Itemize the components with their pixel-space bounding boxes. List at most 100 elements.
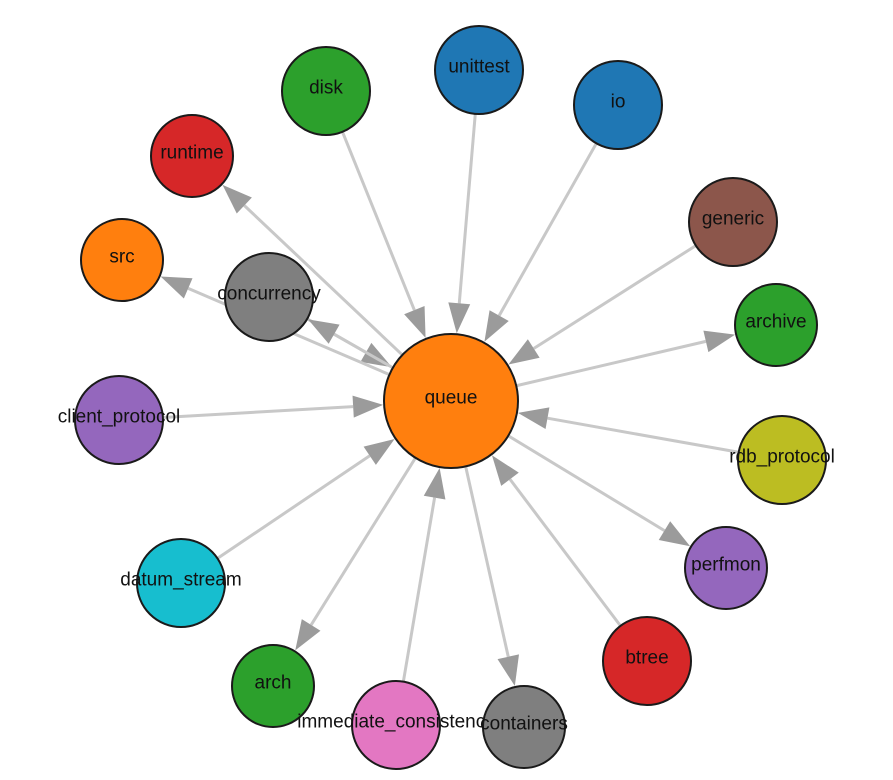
edge-line xyxy=(497,142,598,317)
edge-line xyxy=(309,457,417,626)
node-circle xyxy=(74,375,164,465)
edge-line xyxy=(515,339,707,388)
edge-queue-to-concurrency xyxy=(308,319,394,370)
edge-arrowhead xyxy=(517,407,550,430)
node-unittest: unittest xyxy=(434,25,524,115)
edge-unittest-to-queue xyxy=(448,113,477,334)
edge-disk-to-queue xyxy=(341,131,426,338)
node-label: concurrency xyxy=(217,284,321,305)
node-label: btree xyxy=(625,648,668,669)
node-io: io xyxy=(573,60,663,150)
edge-io-to-queue xyxy=(484,142,598,342)
edge-btree-to-queue xyxy=(491,455,622,627)
node-circle xyxy=(136,538,226,628)
node-circle xyxy=(688,177,778,267)
node-label: archive xyxy=(745,312,806,333)
node-circle xyxy=(383,333,519,469)
edge-arrowhead xyxy=(295,619,321,651)
node-circle xyxy=(281,46,371,136)
node-label: arch xyxy=(255,673,292,694)
edge-arrowhead xyxy=(491,455,519,486)
edge-queue-to-perfmon xyxy=(507,434,691,547)
node-btree: btree xyxy=(602,616,692,706)
edge-arrowhead xyxy=(308,319,340,344)
node-label: containers xyxy=(480,714,568,735)
edge-line xyxy=(508,478,622,627)
edge-datum_stream-to-queue xyxy=(216,439,395,560)
node-label: perfmon xyxy=(691,555,761,576)
edge-line xyxy=(532,244,697,350)
edge-arrowhead xyxy=(404,305,426,338)
edge-line xyxy=(457,113,477,304)
node-src: src xyxy=(80,218,164,302)
node-disk: disk xyxy=(281,46,371,136)
node-immediate_consistency: immediate_consistency xyxy=(297,680,495,770)
edge-queue-to-arch xyxy=(295,457,417,651)
node-label: rdb_protocol xyxy=(729,447,835,468)
nodes-layer: queue unittest disk io runtime generic src conc… xyxy=(58,25,835,770)
node-circle xyxy=(434,25,524,115)
node-label: client_protocol xyxy=(58,407,181,428)
edge-line xyxy=(243,204,404,357)
edge-arrowhead xyxy=(508,339,540,365)
node-client_protocol: client_protocol xyxy=(58,375,181,465)
node-generic: generic xyxy=(688,177,778,267)
edge-generic-to-queue xyxy=(508,244,697,365)
node-queue: queue xyxy=(383,333,519,469)
edge-arrowhead xyxy=(352,395,384,418)
edge-arrowhead xyxy=(484,310,509,342)
node-label: unittest xyxy=(448,57,510,78)
node-containers: containers xyxy=(480,685,568,769)
node-runtime: runtime xyxy=(150,114,234,198)
node-circle xyxy=(150,114,234,198)
node-circle xyxy=(231,644,315,728)
node-datum_stream: datum_stream xyxy=(120,538,242,628)
edge-arrowhead xyxy=(497,654,520,687)
node-rdb_protocol: rdb_protocol xyxy=(729,415,835,505)
edge-line xyxy=(216,454,371,560)
edge-arrowhead xyxy=(448,302,471,334)
node-circle xyxy=(602,616,692,706)
node-archive: archive xyxy=(734,283,818,367)
node-label: disk xyxy=(309,78,343,99)
node-label: generic xyxy=(702,209,764,230)
node-label: runtime xyxy=(160,143,223,164)
edge-arrowhead xyxy=(703,330,736,353)
edge-queue-to-archive xyxy=(515,330,736,388)
edge-queue-to-containers xyxy=(464,466,520,687)
edge-arrowhead xyxy=(160,276,193,299)
edge-client_protocol-to-queue xyxy=(162,395,384,419)
node-circle xyxy=(737,415,827,505)
edge-arrowhead xyxy=(423,468,446,500)
node-perfmon: perfmon xyxy=(684,526,768,610)
node-arch: arch xyxy=(231,644,315,728)
node-circle xyxy=(573,60,663,150)
edge-line xyxy=(547,416,739,454)
node-circle xyxy=(734,283,818,367)
edge-line xyxy=(507,434,666,532)
node-circle xyxy=(224,252,314,342)
edge-queue-to-runtime xyxy=(222,184,404,357)
node-circle xyxy=(80,218,164,302)
node-circle xyxy=(684,526,768,610)
node-concurrency: concurrency xyxy=(217,252,321,342)
edge-line xyxy=(464,466,510,658)
edge-line xyxy=(401,497,437,682)
edge-immediate_consistency-to-queue xyxy=(401,468,446,682)
edges-layer xyxy=(160,113,739,687)
node-label: queue xyxy=(425,388,478,409)
node-label: datum_stream xyxy=(120,570,241,591)
edge-arrowhead xyxy=(363,439,395,465)
edge-line xyxy=(333,332,394,370)
node-circle xyxy=(351,680,441,770)
edge-rdb_protocol-to-queue xyxy=(517,407,739,454)
node-label: immediate_consistency xyxy=(297,712,495,733)
edge-arrowhead xyxy=(658,521,691,547)
edge-arrowhead xyxy=(222,184,252,214)
node-label: io xyxy=(611,92,626,113)
node-circle xyxy=(482,685,566,769)
edge-line xyxy=(341,131,416,311)
node-label: src xyxy=(109,247,134,268)
edge-line xyxy=(162,405,354,419)
